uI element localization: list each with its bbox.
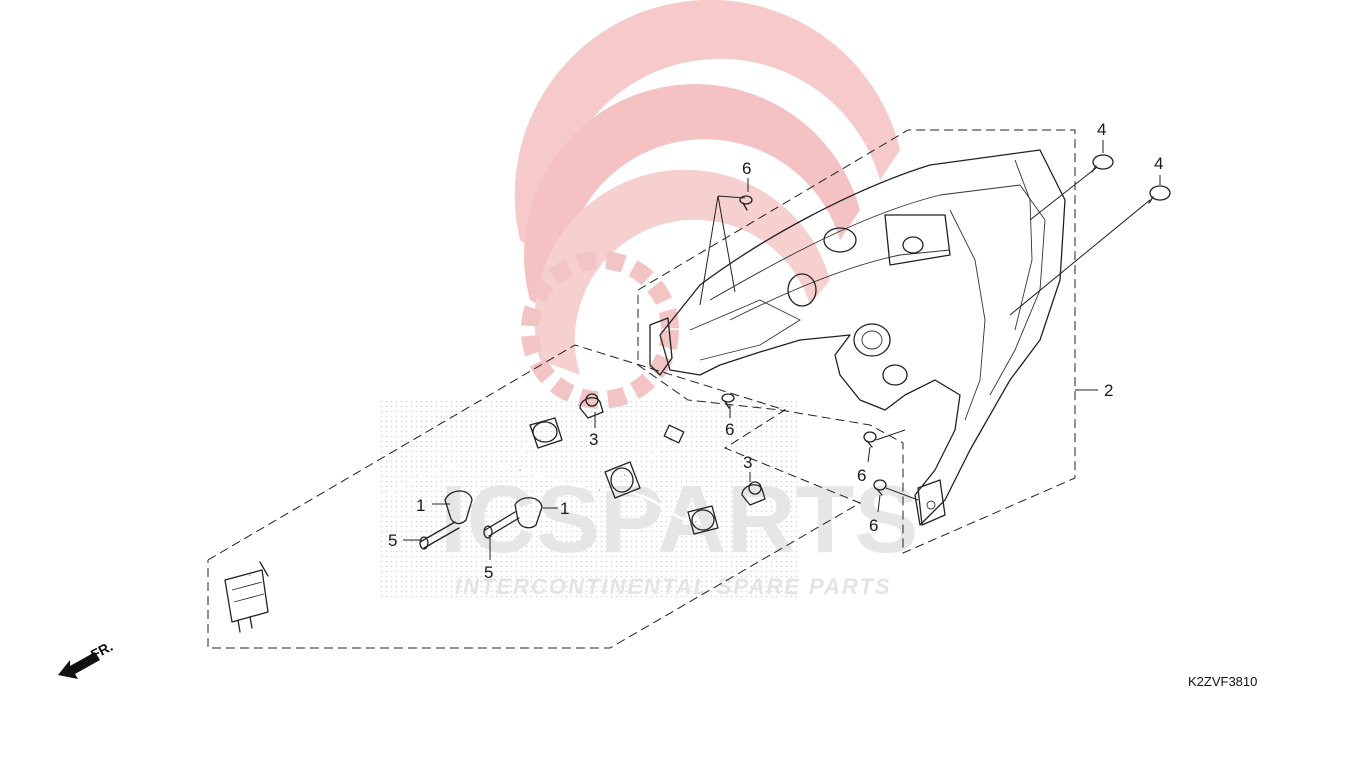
callout-6-right-lower: 6: [869, 516, 878, 535]
screw-6b: [721, 393, 735, 409]
callout-4-left: 4: [1097, 120, 1106, 139]
callout-1-right: 1: [560, 499, 569, 518]
screw-6c: [863, 431, 877, 448]
callout-1-left: 1: [416, 496, 425, 515]
screw-6a: [739, 195, 753, 211]
screw-6d: [873, 479, 887, 496]
screw-right: [483, 511, 520, 539]
diagram-code: K2ZVF3810: [1188, 674, 1257, 689]
callout-5-left: 5: [388, 531, 397, 550]
clamp-left: [444, 490, 473, 525]
clamp-right: [514, 497, 543, 529]
front-direction-arrow-icon: [58, 652, 100, 679]
watermark-logo: [380, 0, 900, 600]
callout-2: 2: [1104, 381, 1113, 400]
bolt-4b: [1148, 185, 1171, 204]
bulb-lower: [741, 481, 766, 506]
callout-6-middle: 6: [725, 420, 734, 439]
assembly-outline-main: [637, 129, 1076, 554]
callout-3-lower: 3: [743, 453, 752, 472]
callout-6-top: 6: [742, 159, 751, 178]
bulb-upper: [579, 393, 604, 419]
callout-6-right-upper: 6: [857, 466, 866, 485]
leader-lines: [403, 140, 1161, 560]
assembly-outline-harness: [207, 344, 862, 649]
bolt-4a: [1091, 154, 1114, 173]
callout-4-right: 4: [1154, 154, 1163, 173]
screw-left: [419, 521, 460, 550]
wire-harness: [224, 417, 719, 633]
tail-light-housing: [649, 149, 1066, 526]
watermark-tagline: INTERCONTINENTAL SPARE PARTS: [455, 574, 892, 599]
watermark-brand: ICSPARTS: [440, 466, 918, 573]
callout-5-right: 5: [484, 563, 493, 582]
callout-3-upper: 3: [589, 430, 598, 449]
